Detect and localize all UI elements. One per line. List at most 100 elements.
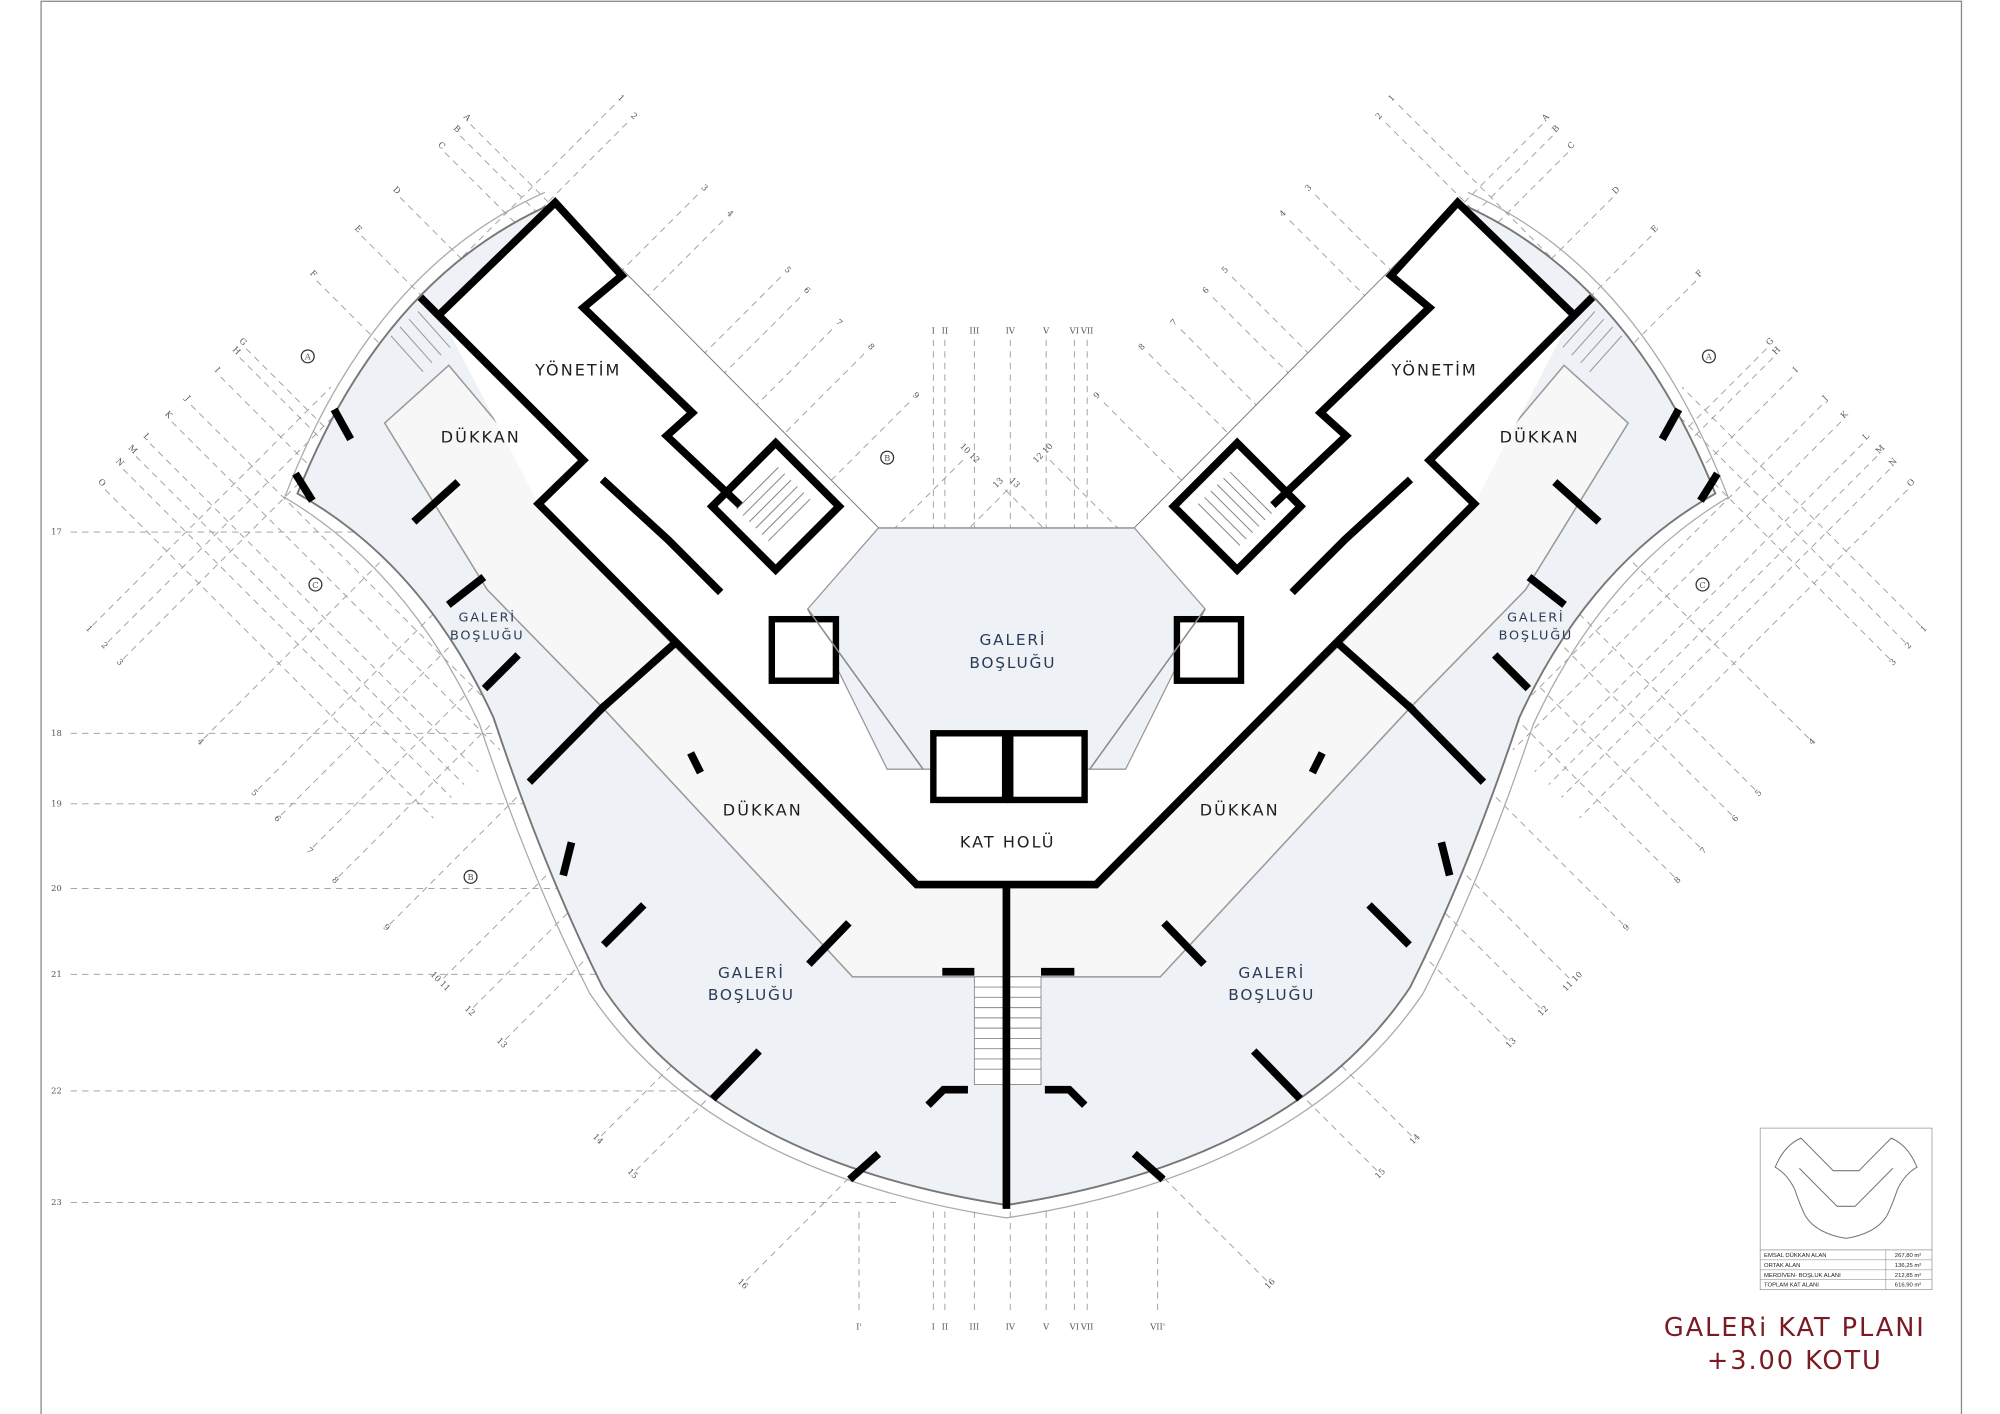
grid-label-number: 7 [1168, 317, 1179, 328]
grid-label-number: 1 [1386, 92, 1397, 103]
grid-label-vertical-top: II [942, 325, 949, 335]
grid-label-vertical-bottom: VII' [1149, 1321, 1165, 1331]
grid-label-vertical-bottom: II [942, 1321, 949, 1331]
grid-label-vertical-top: I [932, 325, 935, 335]
grid-label-letter: L [1860, 430, 1871, 441]
grid-label-vertical-top: III [969, 325, 979, 335]
galeri-label-right-1: GALERİ [1507, 610, 1564, 626]
grid-label-number: 2 [1373, 110, 1384, 121]
grid-label-letter: C [436, 140, 448, 152]
galeri-label-left-1: GALERİ [459, 610, 516, 626]
grid-label-number: 3 [115, 657, 126, 668]
grid-label-number: 1 [616, 92, 627, 103]
grid-line-diagonal [1666, 403, 1906, 643]
grid-label-horizontal: 22 [51, 1086, 62, 1096]
svg-text:A: A [304, 352, 312, 362]
grid-label-vertical-bottom: I' [856, 1321, 862, 1331]
svg-text:A: A [1705, 352, 1713, 362]
grid-label-letter: B [452, 123, 463, 134]
grid-label-number: 9 [911, 390, 922, 401]
grid-label-number: 4 [1277, 208, 1288, 219]
grid-label-number: 7 [304, 845, 315, 856]
room-label-yonetim-left: YÖNETİM [534, 361, 621, 380]
section-marker-b-upper: B [880, 450, 895, 465]
walls [292, 197, 1721, 1209]
grid-label-number: 6 [1200, 285, 1211, 296]
room-label-dukkan-upper-right: DÜKKAN [1500, 427, 1580, 446]
section-marker-c-left: C [308, 577, 323, 592]
grid-label-number: 6 [272, 813, 283, 824]
grid-label-number: 6 [802, 285, 813, 296]
grid-label-number: 8 [1672, 874, 1683, 885]
grid-label-number: 5 [249, 787, 260, 798]
grid-label-letter: F [308, 268, 319, 279]
grid-line-diagonal [1512, 421, 1842, 751]
galeri-label-left-2: BOŞLUĞU [450, 628, 524, 644]
grid-label-number: 5 [1219, 264, 1230, 275]
grid-label-number: 4 [1807, 736, 1818, 747]
stair-core-right [1168, 437, 1307, 576]
area-row-value: 136,25 m² [1895, 1263, 1921, 1269]
grid-label-horizontal: 20 [51, 883, 62, 893]
grid-label-number: 2 [1903, 640, 1914, 651]
galeri-label-center-2: BOŞLUĞU [969, 653, 1056, 672]
grid-label-letter: L [142, 431, 153, 442]
grid-label-letter: J [183, 392, 193, 402]
key-plan-and-area-table: EMSAL DÜKKAN ALAN 267,80 m² ORTAK ALAN 1… [1759, 1127, 1933, 1291]
section-marker-a-left: A [300, 349, 315, 364]
grid-label-number: 8 [330, 874, 341, 885]
grid-label-number: 7 [834, 317, 845, 328]
svg-text:B: B [467, 872, 473, 882]
section-marker-a-right: A [1701, 349, 1716, 364]
galeri-label-lower-left-2: BOŞLUĞU [708, 985, 795, 1004]
grid-label-number: 2 [629, 110, 640, 121]
grid-label-horizontal: 17 [51, 527, 62, 537]
grid-label-vertical-top: V [1042, 325, 1050, 335]
grid-line-diagonal [1493, 404, 1823, 734]
grid-line-diagonal [104, 489, 434, 819]
galeri-label-lower-right-2: BOŞLUĞU [1228, 985, 1315, 1004]
grid-label-letter: E [1649, 223, 1660, 234]
grid-label-vertical-bottom: I [932, 1321, 935, 1331]
area-row-label: EMSAL DÜKKAN ALAN [1764, 1252, 1826, 1259]
grid-label-number: 2 [99, 640, 110, 651]
svg-text:C: C [1699, 580, 1705, 590]
section-marker-c-right: C [1695, 577, 1710, 592]
grid-line-diagonal [1579, 489, 1908, 819]
grid-line-diagonal [122, 468, 452, 798]
grid-label-vertical-bottom: III [969, 1321, 979, 1331]
room-label-yonetim-right: YÖNETİM [1390, 361, 1477, 380]
room-label-kat-holu: KAT HOLÜ [960, 832, 1056, 851]
galeri-label-right-2: BOŞLUĞU [1499, 628, 1573, 644]
grid-label-vertical-bottom: IV [1006, 1321, 1016, 1331]
grid-label-number: 5 [783, 264, 794, 275]
stair-core-left [706, 437, 845, 576]
key-plan-thumbnail [1774, 1137, 1918, 1239]
grid-label-number: 9 [381, 922, 392, 933]
area-row-label: MERDİVEN- BOŞLUK ALANI [1764, 1272, 1841, 1279]
grid-label-horizontal: 18 [51, 728, 62, 738]
galeri-railing-right [1089, 608, 1206, 770]
section-marker-b-lower: B [463, 869, 478, 884]
grid-label-letter: I [213, 365, 222, 374]
grid-label-number: 7 [1698, 845, 1709, 856]
grid-line-diagonal [135, 456, 465, 785]
galeri-label-lower-right-1: GALERİ [1238, 963, 1305, 982]
grid-label-number: 9 [1091, 390, 1102, 401]
grid-line-diagonal [190, 404, 520, 734]
galeri-label-center-1: GALERİ [979, 630, 1046, 649]
grid-label-horizontal: 23 [51, 1197, 62, 1207]
grid-label-number: 3 [1887, 657, 1898, 668]
grid-label-number: 4 [725, 208, 736, 219]
grid-line-diagonal [92, 386, 332, 626]
grid-label-vertical-bottom: V [1042, 1321, 1050, 1331]
grid-label-number: 3 [1303, 182, 1314, 193]
svg-text:B: B [884, 453, 890, 463]
grid-line-diagonal [149, 443, 479, 773]
grid-label-number: 5 [1753, 787, 1764, 798]
elevator-right-wing [1173, 615, 1245, 684]
grid-label-letter: J [1819, 393, 1829, 403]
area-row-value: 212,85 m² [1895, 1273, 1921, 1279]
grid-label-vertical-bottom: VII [1080, 1321, 1094, 1331]
